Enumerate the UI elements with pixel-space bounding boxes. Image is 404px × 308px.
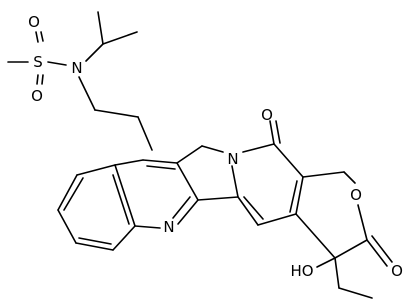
atom-o-ketone-right: O <box>391 262 403 280</box>
atom-hydroxyl: HO <box>290 262 313 280</box>
atom-labels: O S O N N N O O O HO <box>28 13 403 280</box>
atom-n-ring: N <box>227 150 238 168</box>
atom-s: S <box>33 53 43 71</box>
atom-o-sulfonyl-top: O <box>28 13 40 31</box>
atom-n-quinoline: N <box>163 218 174 236</box>
bonds <box>7 11 393 299</box>
atom-o-lactone: O <box>350 186 362 204</box>
atom-o-ketone-top: O <box>261 106 273 124</box>
atom-o-sulfonyl-bottom: O <box>31 87 43 105</box>
atom-n-sulfonamide: N <box>71 59 82 77</box>
